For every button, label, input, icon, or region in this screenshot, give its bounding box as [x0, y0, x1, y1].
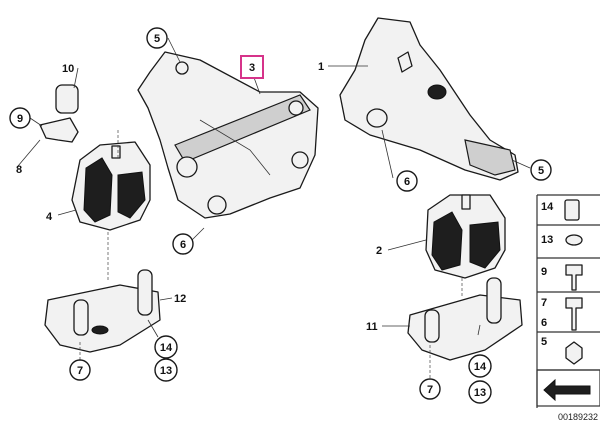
support-bracket-part-12: [44, 269, 161, 353]
fastener-legend: 14 13 9 7 6 5: [536, 194, 600, 408]
svg-text:7: 7: [77, 365, 83, 377]
engine-mount-part-2: [425, 194, 506, 279]
washer-bolt-icon: [565, 234, 583, 246]
legend-item-6[interactable]: 6: [541, 317, 547, 329]
svg-text:3: 3: [249, 62, 255, 74]
label-8[interactable]: 8: [16, 164, 22, 176]
svg-text:9: 9: [17, 113, 23, 125]
svg-text:14: 14: [160, 342, 173, 354]
callout-5-top[interactable]: 5: [146, 27, 168, 49]
nut-icon: [565, 341, 583, 365]
callout-13-left[interactable]: 13: [154, 358, 178, 382]
callout-14-left[interactable]: 14: [154, 335, 178, 359]
label-4[interactable]: 4: [46, 211, 53, 223]
legend-item-9[interactable]: 9: [541, 266, 547, 278]
part-10-clip: [55, 84, 79, 114]
label-11[interactable]: 11: [366, 321, 378, 333]
callout-6-mid[interactable]: 6: [172, 233, 194, 255]
bolt-icon: [565, 264, 583, 291]
callout-7-left[interactable]: 7: [69, 359, 91, 381]
callout-14-right[interactable]: 14: [468, 354, 492, 378]
label-10[interactable]: 10: [62, 63, 74, 75]
hex-bolt-icon: [565, 297, 583, 331]
engine-bracket-part-1: [339, 17, 519, 181]
svg-text:5: 5: [538, 165, 544, 177]
legend-item-5[interactable]: 5: [541, 336, 547, 348]
part-9-bracket: [39, 117, 79, 143]
svg-text:14: 14: [474, 361, 487, 373]
svg-text:7: 7: [427, 384, 433, 396]
svg-text:13: 13: [474, 387, 486, 399]
legend-item-13[interactable]: 13: [541, 234, 553, 246]
label-2[interactable]: 2: [376, 245, 382, 257]
svg-text:6: 6: [404, 176, 410, 188]
direction-arrow-icon: [543, 378, 591, 402]
callout-3-highlighted[interactable]: 3: [240, 55, 264, 79]
leader-lines: [17, 37, 531, 378]
callout-9-left[interactable]: 9: [9, 107, 31, 129]
legend-item-7[interactable]: 7: [541, 297, 547, 309]
svg-text:5: 5: [154, 33, 160, 45]
engine-mount-part-4: [71, 141, 151, 231]
svg-text:13: 13: [160, 365, 172, 377]
label-1[interactable]: 1: [318, 61, 324, 73]
legend-item-14[interactable]: 14: [541, 201, 554, 213]
engine-bracket-part-3: [137, 51, 319, 219]
callout-13-right[interactable]: 13: [468, 380, 492, 404]
svg-text:6: 6: [180, 239, 186, 251]
drawing-number: 00189232: [558, 412, 598, 422]
callout-7-right[interactable]: 7: [419, 378, 441, 400]
support-bracket-part-11: [407, 277, 523, 361]
sleeve-icon: [564, 199, 580, 221]
label-12[interactable]: 12: [174, 293, 186, 305]
callout-5-right[interactable]: 5: [530, 159, 552, 181]
callout-6-right[interactable]: 6: [396, 170, 418, 192]
